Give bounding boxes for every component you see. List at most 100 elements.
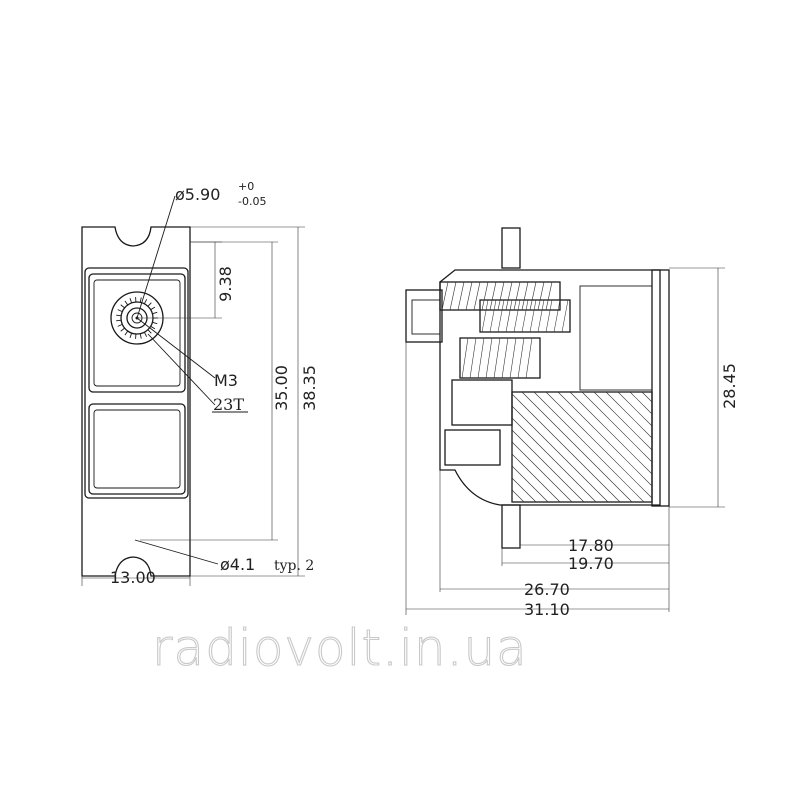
gear-hatching (441, 281, 569, 379)
gear-tooth-line (449, 281, 457, 311)
front-flange-outline (81, 226, 191, 577)
gear-tooth-line (553, 299, 561, 333)
second-gear (479, 299, 571, 333)
hatch-line (511, 429, 585, 503)
width-dim-label: 13.00 (110, 568, 156, 587)
dim-28-45-label: 28.45 (720, 363, 739, 409)
spline-tooth (147, 329, 152, 334)
gear-tooth-line (525, 337, 533, 379)
gear-tooth-line (469, 337, 477, 379)
spline-tooth (120, 327, 125, 332)
mount-hole-label: ø4.1 (220, 555, 255, 574)
gear-tooth-line (545, 299, 553, 333)
gear-tooth-line (505, 281, 513, 311)
hatch-line (511, 393, 621, 503)
spline-tooth (124, 330, 129, 336)
dim-19-70-label: 19.70 (568, 554, 614, 573)
thread-label: M3 (214, 371, 238, 390)
output-shaft (405, 289, 443, 343)
lower-panel (88, 403, 186, 495)
hatch-line (511, 489, 525, 503)
shaft-spline (411, 299, 441, 335)
gear-tooth-line (513, 299, 521, 333)
hatch-line (511, 453, 561, 503)
mount-hole-note: typ. 2 (274, 558, 314, 574)
spline-label: 23T (213, 395, 244, 414)
motor-can (511, 391, 653, 503)
fourth-gear (451, 379, 513, 426)
gear-tooth-line (505, 299, 513, 333)
case-outline (439, 269, 661, 506)
spline-tooth (152, 311, 158, 315)
hatch-line (511, 477, 537, 503)
spline-tooth (139, 297, 142, 303)
upper-panel (88, 273, 186, 393)
spline-tooth (129, 332, 133, 338)
spline-tooth (124, 300, 129, 306)
gear-tooth-line (521, 299, 529, 333)
hatch-line (511, 405, 609, 503)
gear-tooth-line (521, 281, 529, 311)
gear-tooth-line (493, 337, 501, 379)
gear-tooth-line (457, 281, 465, 311)
top-gear (439, 281, 561, 311)
gear-tooth-line (509, 337, 517, 379)
hatch-line (545, 391, 653, 499)
spline-tooth (143, 299, 148, 305)
spline-tooth (116, 314, 122, 317)
hatch-line (521, 391, 633, 503)
tolerance-upper: +0 (238, 180, 254, 193)
hatch-line (557, 391, 653, 487)
hatch-line (593, 391, 653, 451)
hatch-line (629, 391, 653, 415)
gear-tooth-line (497, 281, 505, 311)
dim-17-80-label: 17.80 (568, 536, 614, 555)
gear-tooth-line (537, 299, 545, 333)
spline-tooth (143, 331, 148, 337)
gear-tooth-line (545, 281, 553, 311)
gear-tooth-line (489, 281, 497, 311)
gear-tooth-line (481, 281, 489, 311)
hatch-line (605, 391, 653, 439)
gear-tooth-line (489, 299, 497, 333)
hatch-line (533, 391, 645, 503)
gear-tooth-line (465, 281, 473, 311)
spline-tooth (150, 325, 156, 330)
gear-tooth-line (485, 337, 493, 379)
gear-tooth-line (497, 299, 505, 333)
gear-tooth-line (529, 299, 537, 333)
spline-tooth (129, 298, 133, 304)
leader-23t (147, 333, 216, 406)
side-view: 28.45 17.80 19.70 26.70 31.10 (405, 227, 739, 619)
gear-tooth-line (537, 281, 545, 311)
spline-teeth (116, 297, 158, 339)
spline-tooth (147, 302, 152, 307)
motor-hatching (511, 391, 653, 503)
third-gear (459, 337, 541, 379)
pot-assembly (444, 429, 501, 466)
dim-38-35-label: 38.35 (300, 365, 319, 411)
leader-hole-dia (136, 195, 176, 319)
gear-tooth-line (513, 281, 521, 311)
spline-tooth (117, 323, 123, 327)
hatch-line (511, 417, 597, 503)
tolerance-lower: -0.05 (238, 195, 266, 208)
hatch-line (617, 391, 653, 427)
motor-upper-block (579, 285, 653, 391)
dim-9-38-label: 9.38 (216, 266, 235, 302)
leader-mount-hole (134, 539, 219, 565)
gear-tooth-line (477, 337, 485, 379)
spline-tooth (116, 319, 122, 322)
leader-m3 (136, 317, 216, 379)
hatch-line (581, 391, 653, 463)
gear-tooth-line (461, 337, 469, 379)
lower-panel-inner (93, 409, 181, 489)
spline-tooth (139, 333, 142, 339)
upper-panel-inner (93, 279, 181, 387)
gear-tooth-line (529, 281, 537, 311)
top-tab (501, 227, 521, 269)
front-view: ø5.90 +0 -0.05 9.38 35.00 38.35 M3 23T 1… (81, 180, 319, 587)
gear-tooth-line (561, 299, 569, 333)
bottom-tab (501, 504, 521, 549)
